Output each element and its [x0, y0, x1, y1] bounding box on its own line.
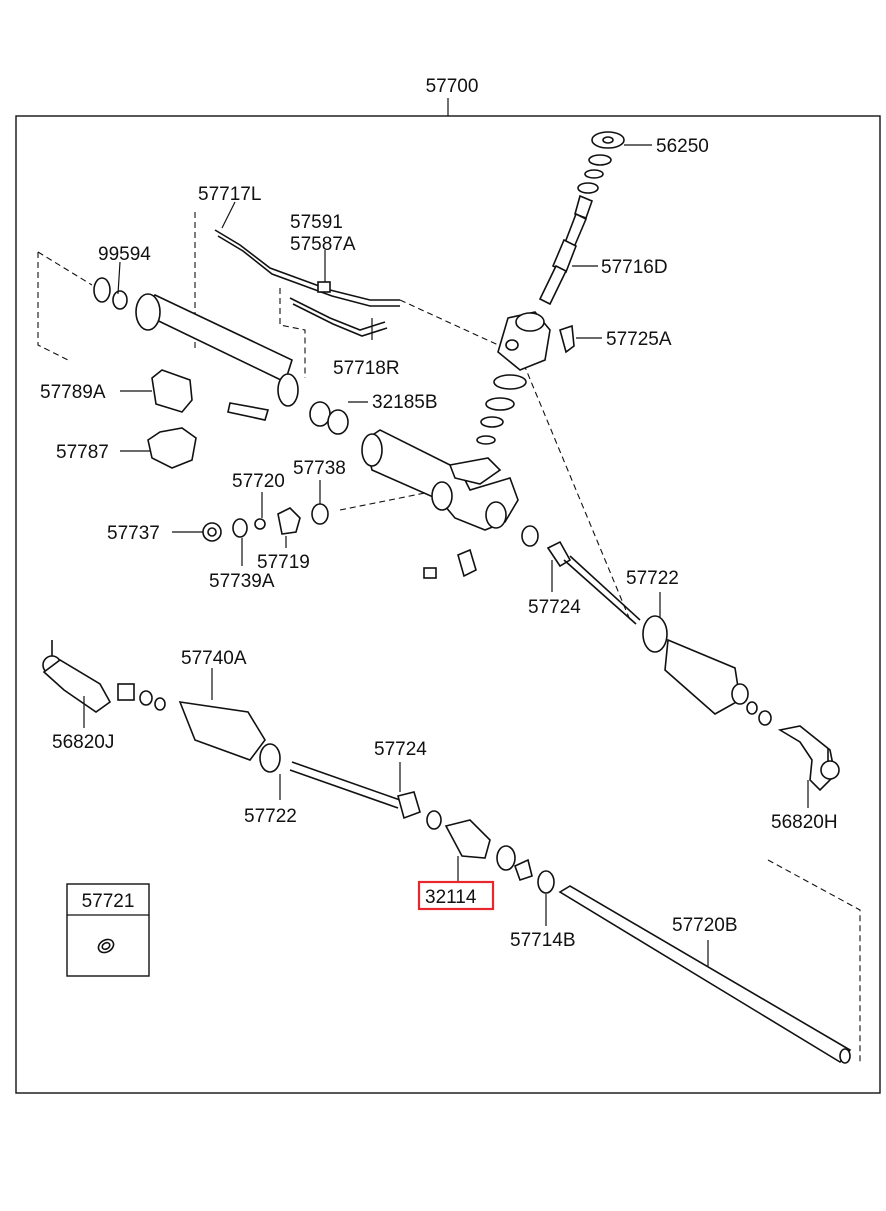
right-tie-rod-assembly [521, 525, 840, 792]
label-57716D: 57716D [601, 257, 668, 278]
left-tie-rod-assembly [42, 640, 555, 894]
label-57722-upper: 57722 [626, 568, 679, 589]
label-57714B: 57714B [510, 930, 576, 951]
label-56250: 56250 [656, 136, 709, 157]
rack-bar [558, 885, 852, 1064]
label-57725A: 57725A [606, 329, 672, 350]
label-56820J: 56820J [52, 732, 114, 753]
label-57739A: 57739A [209, 571, 275, 592]
label-57719: 57719 [257, 552, 310, 573]
label-57738: 57738 [293, 458, 346, 479]
label-57724-upper: 57724 [528, 597, 581, 618]
inset-box-57721: 57721 [66, 883, 150, 977]
label-57722-lower: 57722 [244, 806, 297, 827]
label-57789A: 57789A [40, 382, 106, 403]
label-57720: 57720 [232, 471, 285, 492]
pinion-assembly [476, 131, 625, 445]
label-56820H: 56820H [771, 812, 838, 833]
label-57787: 57787 [56, 442, 109, 463]
assembly-axes [37, 212, 861, 1065]
label-57737: 57737 [107, 523, 160, 544]
label-57720B: 57720B [672, 915, 738, 936]
cylinder-tube [93, 277, 299, 421]
snap-ring-icon [97, 938, 115, 954]
adjuster-parts [202, 503, 329, 542]
label-57591: 57591 [290, 212, 343, 233]
label-32114[interactable]: 32114 [425, 887, 477, 908]
label-57718R: 57718R [333, 358, 400, 379]
label-32185B: 32185B [372, 392, 438, 413]
callout-labels: 56250 57716D 57717L 57591 57587A 99594 5… [40, 136, 838, 951]
label-57717L: 57717L [198, 184, 261, 205]
assembly-label: 57700 [426, 76, 479, 97]
label-57740A: 57740A [181, 648, 247, 669]
label-57724-lower: 57724 [374, 739, 427, 760]
inset-label: 57721 [82, 891, 135, 912]
mounting-clamps [147, 369, 197, 469]
callout-leaders [83, 144, 809, 966]
seal-rings [309, 401, 349, 435]
label-57587A: 57587A [290, 234, 356, 255]
label-99594: 99594 [98, 244, 151, 265]
rack-housing [361, 429, 519, 579]
highlight-box-32114 [417, 880, 495, 911]
